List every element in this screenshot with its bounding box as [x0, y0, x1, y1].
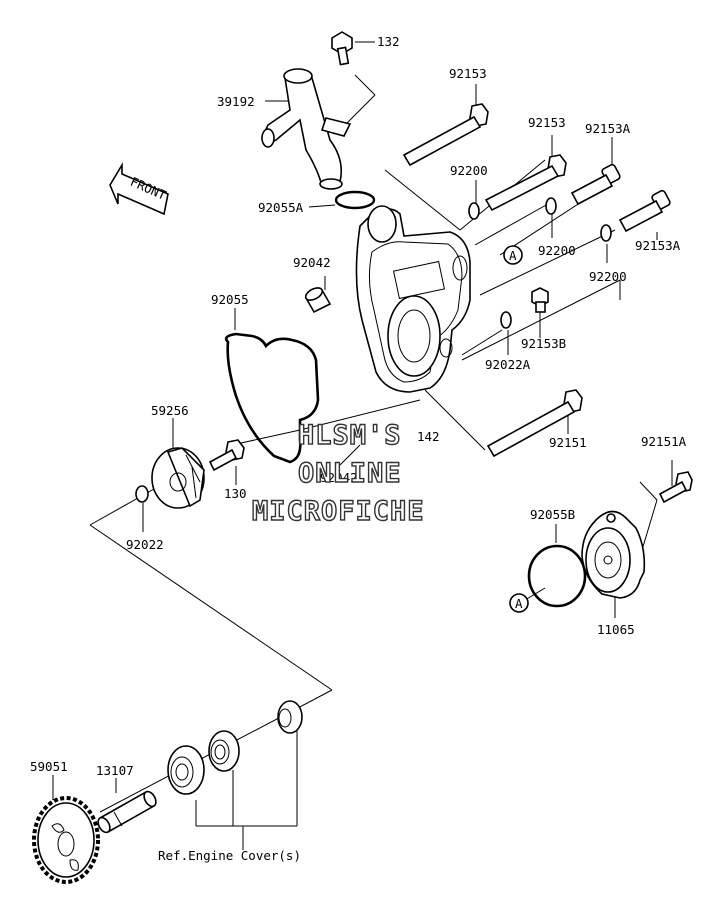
shaft-13107-icon [97, 790, 157, 834]
bolt-92153-mid-icon [484, 154, 567, 212]
label-92153a-right: 92153A [635, 238, 681, 253]
label-92153b: 92153B [521, 336, 566, 351]
label-92153-mid: 92153 [528, 115, 566, 130]
ref-a-bottom-label: A [515, 596, 523, 611]
label-92200-right: 92200 [538, 243, 576, 258]
bolt-92153b-icon [531, 287, 549, 313]
label-130: 130 [224, 486, 247, 501]
o-ring-92055b-icon [527, 544, 587, 608]
bolt-92153-top-icon [402, 103, 489, 167]
reference-marker-a-bottom: A [509, 593, 529, 613]
reference-marker-a-top: A [503, 245, 523, 265]
label-92200-top: 92200 [450, 163, 488, 178]
label-92022: 92022 [126, 537, 164, 552]
washer-92200-right-icon [545, 197, 557, 215]
label-92153a-top: 92153A [585, 121, 631, 136]
label-92055b: 92055B [530, 507, 575, 522]
label-13107: 13107 [96, 763, 134, 778]
label-92042-low: 92042 [320, 470, 358, 485]
gasket-92055-icon [224, 332, 320, 464]
washer-92022a-icon [500, 311, 512, 329]
bolt-92151-icon [486, 389, 583, 458]
watermark-line-1: HLSM'S [298, 420, 402, 451]
bolt-92153a-top-icon [570, 163, 621, 206]
impeller-59256-icon [151, 447, 205, 509]
cover-11065-icon [581, 510, 646, 599]
label-92022a: 92022A [485, 357, 531, 372]
label-92055: 92055 [211, 292, 249, 307]
bolt-92153a-right-icon [618, 189, 671, 233]
o-ring-92055a-icon [334, 190, 376, 210]
washer-92200-top-icon [468, 202, 480, 220]
gear-59051-icon [32, 796, 100, 884]
label-142: 142 [417, 429, 440, 444]
label-132: 132 [377, 34, 400, 49]
coolant-pipe-39192-icon [261, 68, 352, 190]
watermark: HLSM'S ONLINE MICROFICHE [251, 419, 425, 527]
bearing-icon [167, 745, 205, 795]
washer-92200-low-icon [600, 224, 612, 242]
oil-seal-upper-icon [277, 700, 303, 734]
leader-lines [52, 41, 673, 850]
water-pump-cover-icon [355, 205, 471, 393]
dowel-pin-92042-icon [304, 287, 332, 314]
bolt-92151a-icon [658, 471, 693, 504]
label-11065: 11065 [597, 622, 635, 637]
front-arrow-icon: FRONT [109, 162, 169, 216]
label-92200-low: 92200 [589, 269, 627, 284]
label-92055a: 92055A [258, 200, 304, 215]
label-92151: 92151 [549, 435, 587, 450]
label-59051: 59051 [30, 759, 68, 774]
bolt-132-icon [331, 31, 353, 66]
label-92151a: 92151A [641, 434, 687, 449]
label-92042-top: 92042 [293, 255, 331, 270]
watermark-line-3: MICROFICHE [252, 496, 425, 527]
label-92153-top: 92153 [449, 66, 487, 81]
watermark-line-2: ONLINE [298, 458, 402, 489]
washer-92022-icon [135, 485, 149, 503]
label-39192: 39192 [217, 94, 255, 109]
oil-seal-lower-icon [208, 730, 240, 772]
label-59256: 59256 [151, 403, 189, 418]
bolt-130-icon [208, 439, 245, 472]
ref-a-top-label: A [509, 248, 517, 263]
label-ref-engine-covers: Ref.Engine Cover(s) [158, 848, 301, 863]
